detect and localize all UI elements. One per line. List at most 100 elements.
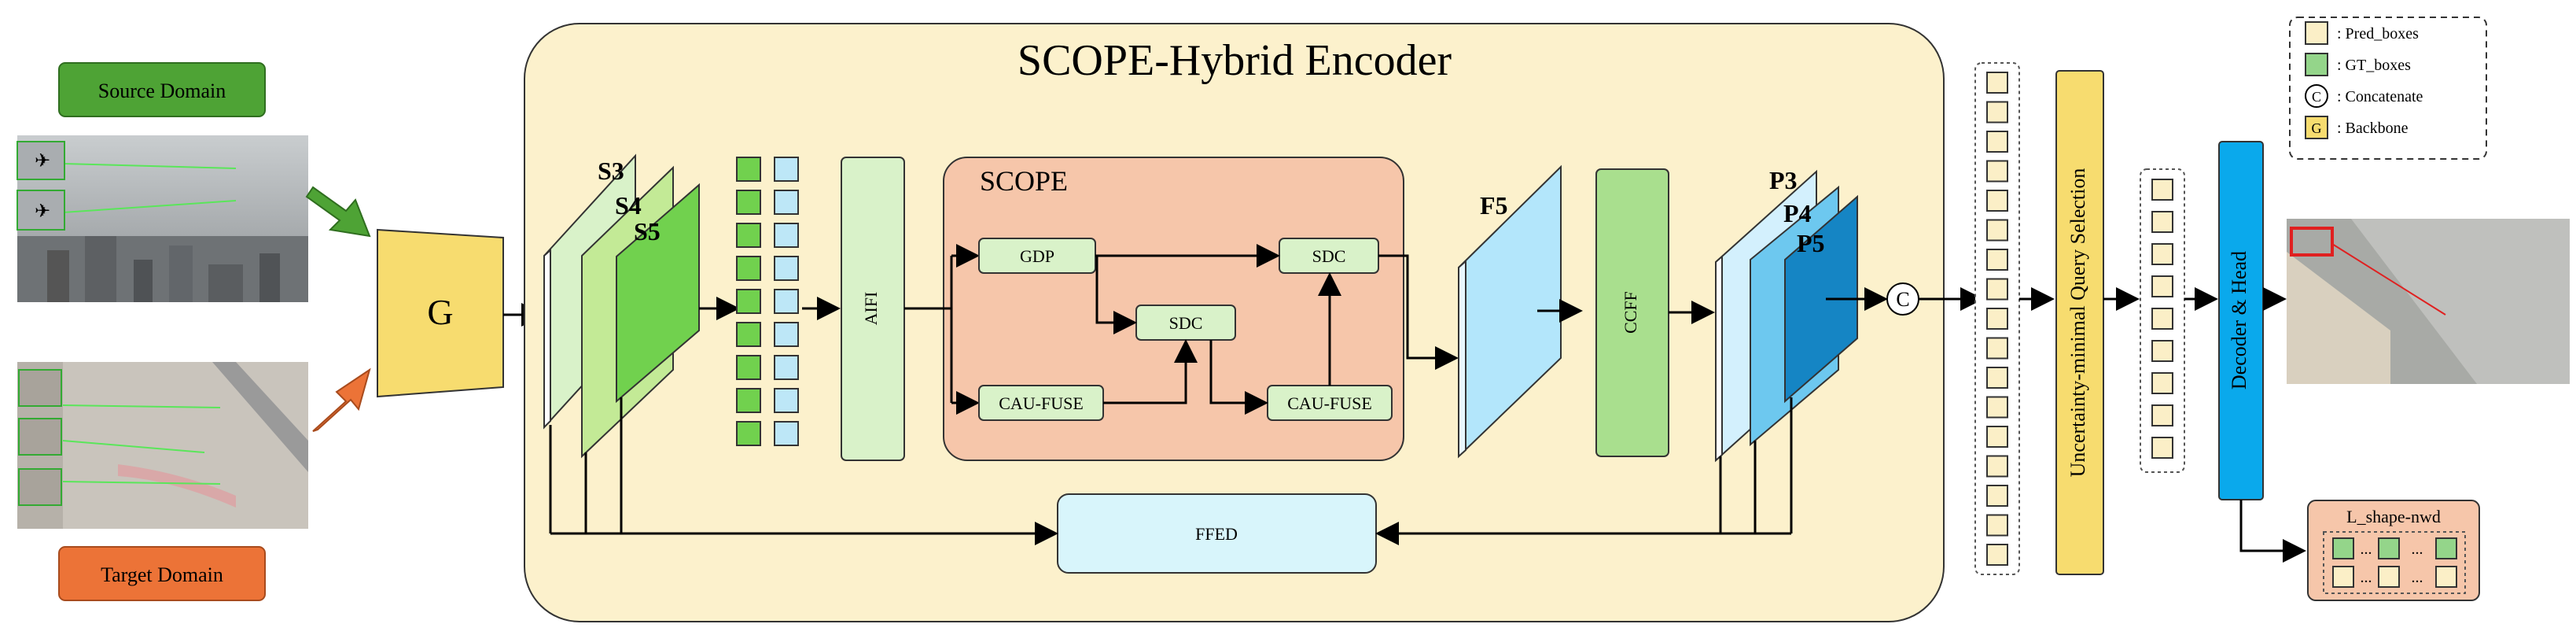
token-blue: [774, 157, 799, 182]
selected-query-box: [2151, 308, 2173, 330]
query-box: [1986, 160, 2008, 183]
stage-s5-label: S5: [634, 217, 661, 246]
f5-label: F5: [1480, 191, 1508, 220]
query-box: [1986, 514, 2008, 537]
svg-text:✈: ✈: [35, 201, 50, 222]
query-box: [1986, 308, 2008, 330]
ccff-label: CCFF: [1621, 291, 1640, 334]
query-box: [1986, 219, 2008, 242]
query-box: [1986, 190, 2008, 212]
query-box: [1986, 72, 2008, 94]
selected-query-box: [2151, 275, 2173, 297]
selected-query-boxes: [2151, 179, 2173, 459]
generator-backbone: [377, 228, 504, 398]
pyramid-p5-label: P5: [1797, 229, 1825, 257]
caufuse-to-sdc-mid-arrow: [1103, 339, 1198, 404]
stage-s4-label: S4: [615, 191, 642, 220]
token-green: [736, 322, 761, 347]
query-box: [1986, 455, 2008, 478]
generator-label: G: [427, 292, 453, 332]
query-box: [1986, 249, 2008, 271]
sdc-top-to-f5-arrow: [1378, 254, 1459, 370]
query-selection-block: [2055, 70, 2104, 575]
sdc-mid-label: SDC: [1169, 313, 1203, 333]
source-arrow: [305, 186, 371, 238]
target-arrow: [312, 367, 371, 432]
selected-query-box: [2151, 437, 2173, 459]
query-box: [1986, 367, 2008, 389]
selected-query-box: [2151, 179, 2173, 201]
ffed-label: FFED: [1195, 524, 1238, 544]
concat-label: C: [1896, 288, 1909, 311]
skip-connections: [549, 397, 1793, 545]
target-domain-label: Target Domain: [101, 563, 223, 586]
token-blue: [774, 223, 799, 248]
query-box: [1986, 131, 2008, 153]
query-box: [1986, 426, 2008, 448]
f5-edge: [1458, 259, 1466, 459]
stage-s3-label: S3: [598, 157, 624, 185]
query-box: [1986, 544, 2008, 566]
selected-query-box: [2151, 211, 2173, 233]
gdp-to-sdc-mid-arrow: [1095, 256, 1137, 334]
aifi-label: AIFI: [861, 292, 881, 326]
target-domain-label-box: [58, 546, 266, 601]
legend-text: : GT_boxes: [2337, 57, 2411, 74]
target-domain-image: [17, 362, 308, 529]
sdc-top-label: SDC: [1312, 246, 1346, 266]
source-domain-label: Source Domain: [98, 79, 226, 102]
token-green: [736, 388, 761, 413]
query-box: [1986, 337, 2008, 360]
legend-swatch: [2305, 116, 2328, 139]
token-blue: [774, 289, 799, 314]
pyramid-p3-label: P3: [1769, 166, 1798, 194]
selected-query-box: [2151, 372, 2173, 394]
backbone-stages: [543, 153, 700, 459]
selected-query-box: [2151, 243, 2173, 265]
caufuse-right-label: CAU-FUSE: [1287, 393, 1372, 413]
caufuse-left-label: CAU-FUSE: [999, 393, 1084, 413]
legend-text: : Backbone: [2337, 120, 2409, 137]
sdc-mid-to-caufuse-arrow: [1209, 340, 1268, 415]
loss-ellipsis-1: ...: [2361, 541, 2372, 558]
loss-ellipsis-4: ...: [2412, 569, 2423, 586]
legend-concat-icon: [2305, 84, 2328, 108]
query-box: [1986, 101, 2008, 124]
token-green: [736, 256, 761, 281]
legend-swatch: [2305, 53, 2328, 76]
token-green: [736, 223, 761, 248]
loss-label: L_shape-nwd: [2346, 507, 2441, 526]
gdp-label: GDP: [1020, 246, 1054, 266]
decoder-to-loss-arrow: [2239, 500, 2306, 563]
legend-box: [2289, 17, 2487, 160]
legend-swatch: [2305, 21, 2328, 45]
encoder-title: SCOPE-Hybrid Encoder: [1018, 36, 1452, 85]
scope-title: SCOPE: [980, 165, 1068, 197]
loss-ellipsis-2: ...: [2412, 541, 2423, 558]
query-selection-label: Uncertainty-minimal Query Selection: [2066, 168, 2089, 478]
pyramid-p4-label: P4: [1783, 199, 1812, 227]
query-box: [1986, 485, 2008, 507]
source-domain-label-box: [58, 62, 266, 117]
source-domain-image: ✈ ✈: [17, 135, 308, 302]
legend-symbol: C: [2312, 89, 2321, 105]
token-blue: [774, 388, 799, 413]
legend-text: : Concatenate: [2337, 88, 2423, 105]
decoder-head-label: Decoder & Head: [2228, 251, 2250, 389]
legend-text: : Pred_boxes: [2337, 25, 2419, 42]
svg-text:✈: ✈: [35, 151, 50, 172]
legend-symbol: G: [2312, 120, 2322, 136]
token-columns: [736, 157, 799, 446]
feature-pyramid: [1715, 169, 1858, 463]
query-boxes: [1986, 72, 2008, 566]
token-blue: [774, 421, 799, 446]
token-green: [736, 289, 761, 314]
selected-query-box: [2151, 404, 2173, 426]
token-green: [736, 421, 761, 446]
loss-inner-frame: [2323, 531, 2466, 594]
token-green: [736, 355, 761, 380]
loss-ellipsis-3: ...: [2361, 569, 2372, 586]
token-blue: [774, 355, 799, 380]
